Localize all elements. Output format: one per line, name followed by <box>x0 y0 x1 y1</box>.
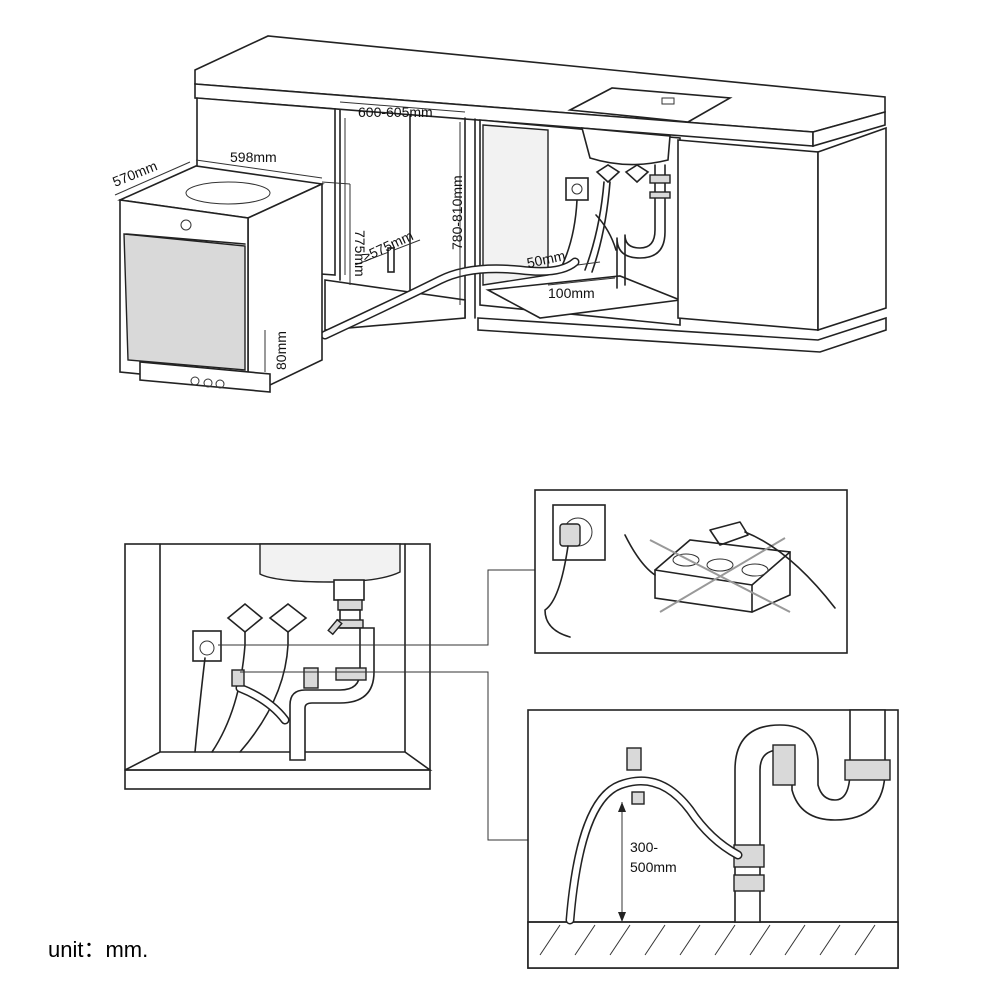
right-cabinet-side <box>817 126 887 332</box>
trap-pipe <box>624 164 656 286</box>
dishwasher-door <box>123 233 246 371</box>
valve-left-detail <box>226 602 264 634</box>
label-hose-height-2: 500mm <box>630 859 677 875</box>
plinth <box>477 316 887 353</box>
label-niche-height: 780-810mm <box>449 175 465 250</box>
drain-trap-large <box>734 709 886 923</box>
label-niche-width: 600-605mm <box>358 104 433 120</box>
trap-nut <box>844 759 891 781</box>
label-width: 598mm <box>230 149 277 165</box>
under-sink-detail <box>124 543 433 790</box>
label-hose-height-1: 300- <box>630 839 658 855</box>
connector-hose <box>240 671 528 841</box>
label-socket-offset-b: 100mm <box>548 285 595 301</box>
drain-trap <box>289 627 375 761</box>
unit-note: unit：mm. <box>48 937 148 962</box>
tap-hole <box>661 97 675 105</box>
valve-right-detail <box>268 602 308 634</box>
dishwasher-unit <box>114 159 351 393</box>
hose-clip <box>626 747 642 771</box>
socket-usage-detail <box>534 489 848 654</box>
sink-bowl-detail <box>259 543 401 583</box>
dishwasher-feet <box>139 361 271 393</box>
connector-socket <box>218 569 535 646</box>
sink-bowl <box>580 127 671 166</box>
label-height-min: 775mm <box>352 230 368 277</box>
socket-detail <box>192 630 222 662</box>
water-valve-left <box>595 164 621 184</box>
countertop-side <box>812 110 886 148</box>
sink-top <box>567 87 733 123</box>
drain-height-detail <box>527 709 899 969</box>
detail-frame <box>124 543 431 790</box>
right-cabinet-door <box>677 139 819 331</box>
power-socket <box>565 177 589 201</box>
water-valve-right <box>624 164 650 184</box>
label-socket-offset-a: 50mm <box>525 247 566 271</box>
label-plinth: 80mm <box>273 331 289 370</box>
